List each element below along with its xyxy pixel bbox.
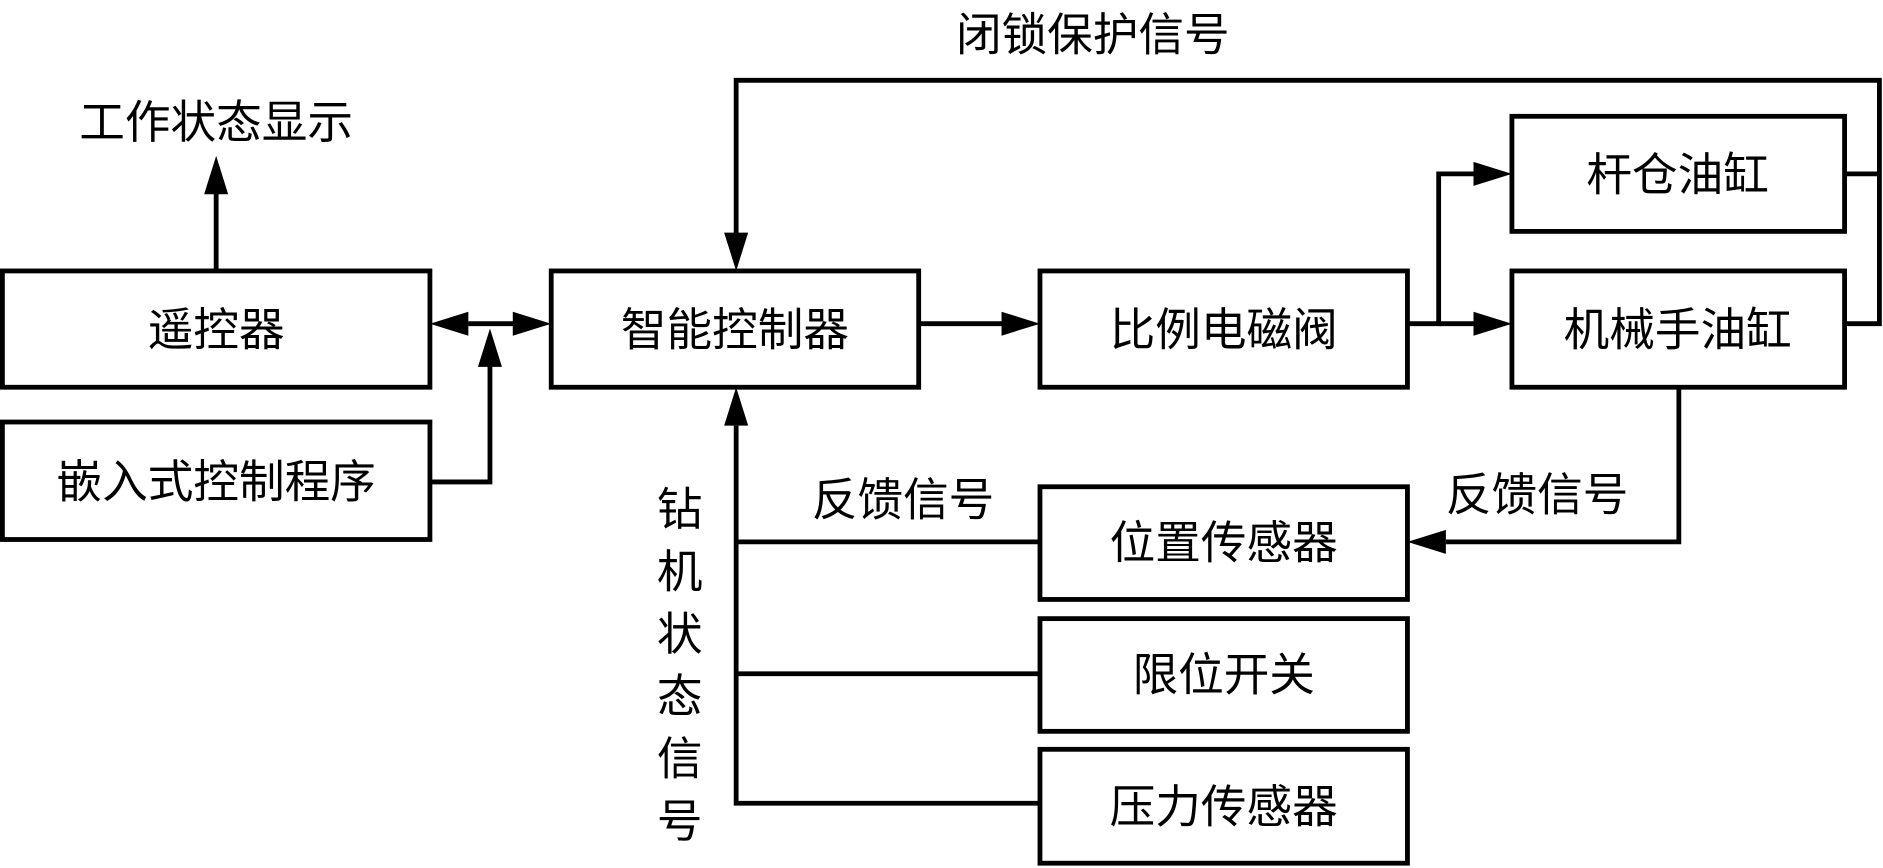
rig-status-char: 号 (657, 795, 703, 848)
block-remote: 遥控器 (0, 268, 433, 390)
arrowhead (204, 155, 229, 195)
block-label: 杆仓油缸 (1586, 149, 1768, 202)
rig-status-label: 钻 机 状 态 信 号 (657, 483, 703, 848)
arrowhead (1473, 311, 1512, 336)
arrowhead (724, 232, 749, 271)
arrow-valve-to-rod-cylinder (1407, 171, 1475, 327)
rig-status-char: 状 (657, 608, 703, 661)
block-limit-switch: 限位开关 (1037, 616, 1410, 734)
arrowhead (429, 311, 469, 336)
arrowhead (477, 328, 502, 367)
block-label: 压力传感器 (1110, 780, 1338, 833)
work-status-label: 工作状态显示 (79, 96, 353, 149)
arrowhead (1001, 311, 1040, 336)
block-label: 智能控制器 (621, 303, 849, 356)
rig-status-char: 态 (657, 670, 703, 723)
arrowhead (1473, 161, 1512, 186)
block-controller: 智能控制器 (548, 268, 922, 390)
feedback-label-left: 反馈信号 (812, 474, 994, 527)
rig-status-char: 机 (657, 545, 703, 598)
connectors (204, 77, 1882, 806)
arrow-manipulator-to-position-sensor (1445, 387, 1682, 545)
block-valve: 比例电磁阀 (1037, 268, 1410, 390)
feedback-label-right: 反馈信号 (1446, 469, 1628, 522)
block-label: 位置传感器 (1110, 517, 1338, 570)
block-pressure-sensor: 压力传感器 (1037, 746, 1410, 866)
block-label: 比例电磁阀 (1110, 303, 1338, 356)
block-label: 机械手油缸 (1564, 303, 1792, 356)
interlock-label: 闭锁保护信号 (956, 8, 1230, 61)
block-manipulator-cylinder: 机械手油缸 (1509, 268, 1847, 390)
block-label: 限位开关 (1132, 649, 1314, 702)
interlock-line (733, 77, 1882, 327)
block-rod-cylinder: 杆仓油缸 (1509, 113, 1847, 234)
arrow-embedded-to-bus (429, 365, 493, 485)
arrowhead (724, 387, 749, 426)
rig-status-char: 信 (657, 733, 703, 786)
line-pressure-sensor (733, 425, 1040, 806)
rig-status-char: 钻 (657, 483, 703, 536)
block-label: 嵌入式控制程序 (56, 456, 375, 509)
arrowhead (1407, 529, 1446, 554)
block-position-sensor: 位置传感器 (1037, 484, 1410, 602)
block-label: 遥控器 (148, 303, 285, 356)
arrowhead (512, 311, 552, 336)
block-embedded: 嵌入式控制程序 (0, 419, 433, 542)
